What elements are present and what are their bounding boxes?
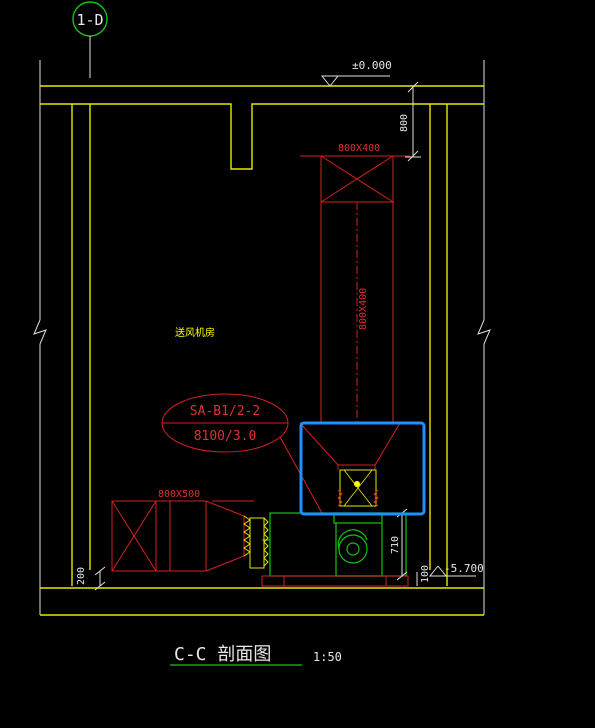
elevation-marker-bottom: -5.700 — [428, 562, 484, 577]
top-offset-label: 800 — [399, 114, 410, 132]
scale-label: 1:50 — [313, 650, 342, 664]
fan-height-label: 710 — [390, 536, 401, 554]
duct-transition — [299, 422, 401, 470]
structure — [33, 60, 491, 616]
duct-bottom-size-label: 800X500 — [158, 489, 200, 500]
dimension-left-height: 200 — [76, 566, 106, 591]
dimension-fan-height: 710 — [390, 508, 420, 581]
flex-connector — [337, 469, 379, 507]
duct-vertical-label: 800X400 — [358, 288, 369, 330]
elevation-bottom-label: -5.700 — [444, 562, 484, 575]
section-title: C-C 剖面图 — [174, 644, 271, 665]
break-mark-left — [33, 319, 47, 345]
equipment-tag: SA-B1/2-2 8100/3.0 — [161, 393, 289, 453]
grid-label: 1-D — [76, 11, 103, 29]
grid-bubble: 1-D — [72, 1, 108, 78]
equipment-tag-id: SA-B1/2-2 — [190, 404, 260, 419]
fan-base — [261, 575, 409, 587]
flex-connector-horizontal — [243, 515, 269, 569]
top-slab-bottom-with-beam — [40, 103, 484, 170]
elevation-top-label: ±0.000 — [352, 59, 392, 72]
duct-top-section: 800X400 — [300, 143, 410, 203]
duct-top-size-label: 800X400 — [338, 143, 380, 154]
fan-unit — [262, 512, 407, 577]
dimension-top-offset: 800 — [399, 81, 421, 162]
break-mark-right — [477, 319, 491, 345]
elevation-marker-top: ±0.000 — [320, 59, 392, 87]
selection-highlight[interactable] — [299, 421, 426, 516]
equipment-tag-spec: 8100/3.0 — [194, 429, 257, 444]
left-height-label: 200 — [76, 567, 87, 585]
base-height-label: 100 — [420, 565, 431, 583]
duct-bottom: 800X500 — [111, 489, 254, 572]
section-title-block: C-C 剖面图 1:50 — [170, 644, 342, 666]
dimension-base-height: 100 — [416, 565, 431, 586]
room-label: 送风机房 — [175, 326, 215, 339]
duct-vertical: 800X400 — [320, 202, 394, 423]
